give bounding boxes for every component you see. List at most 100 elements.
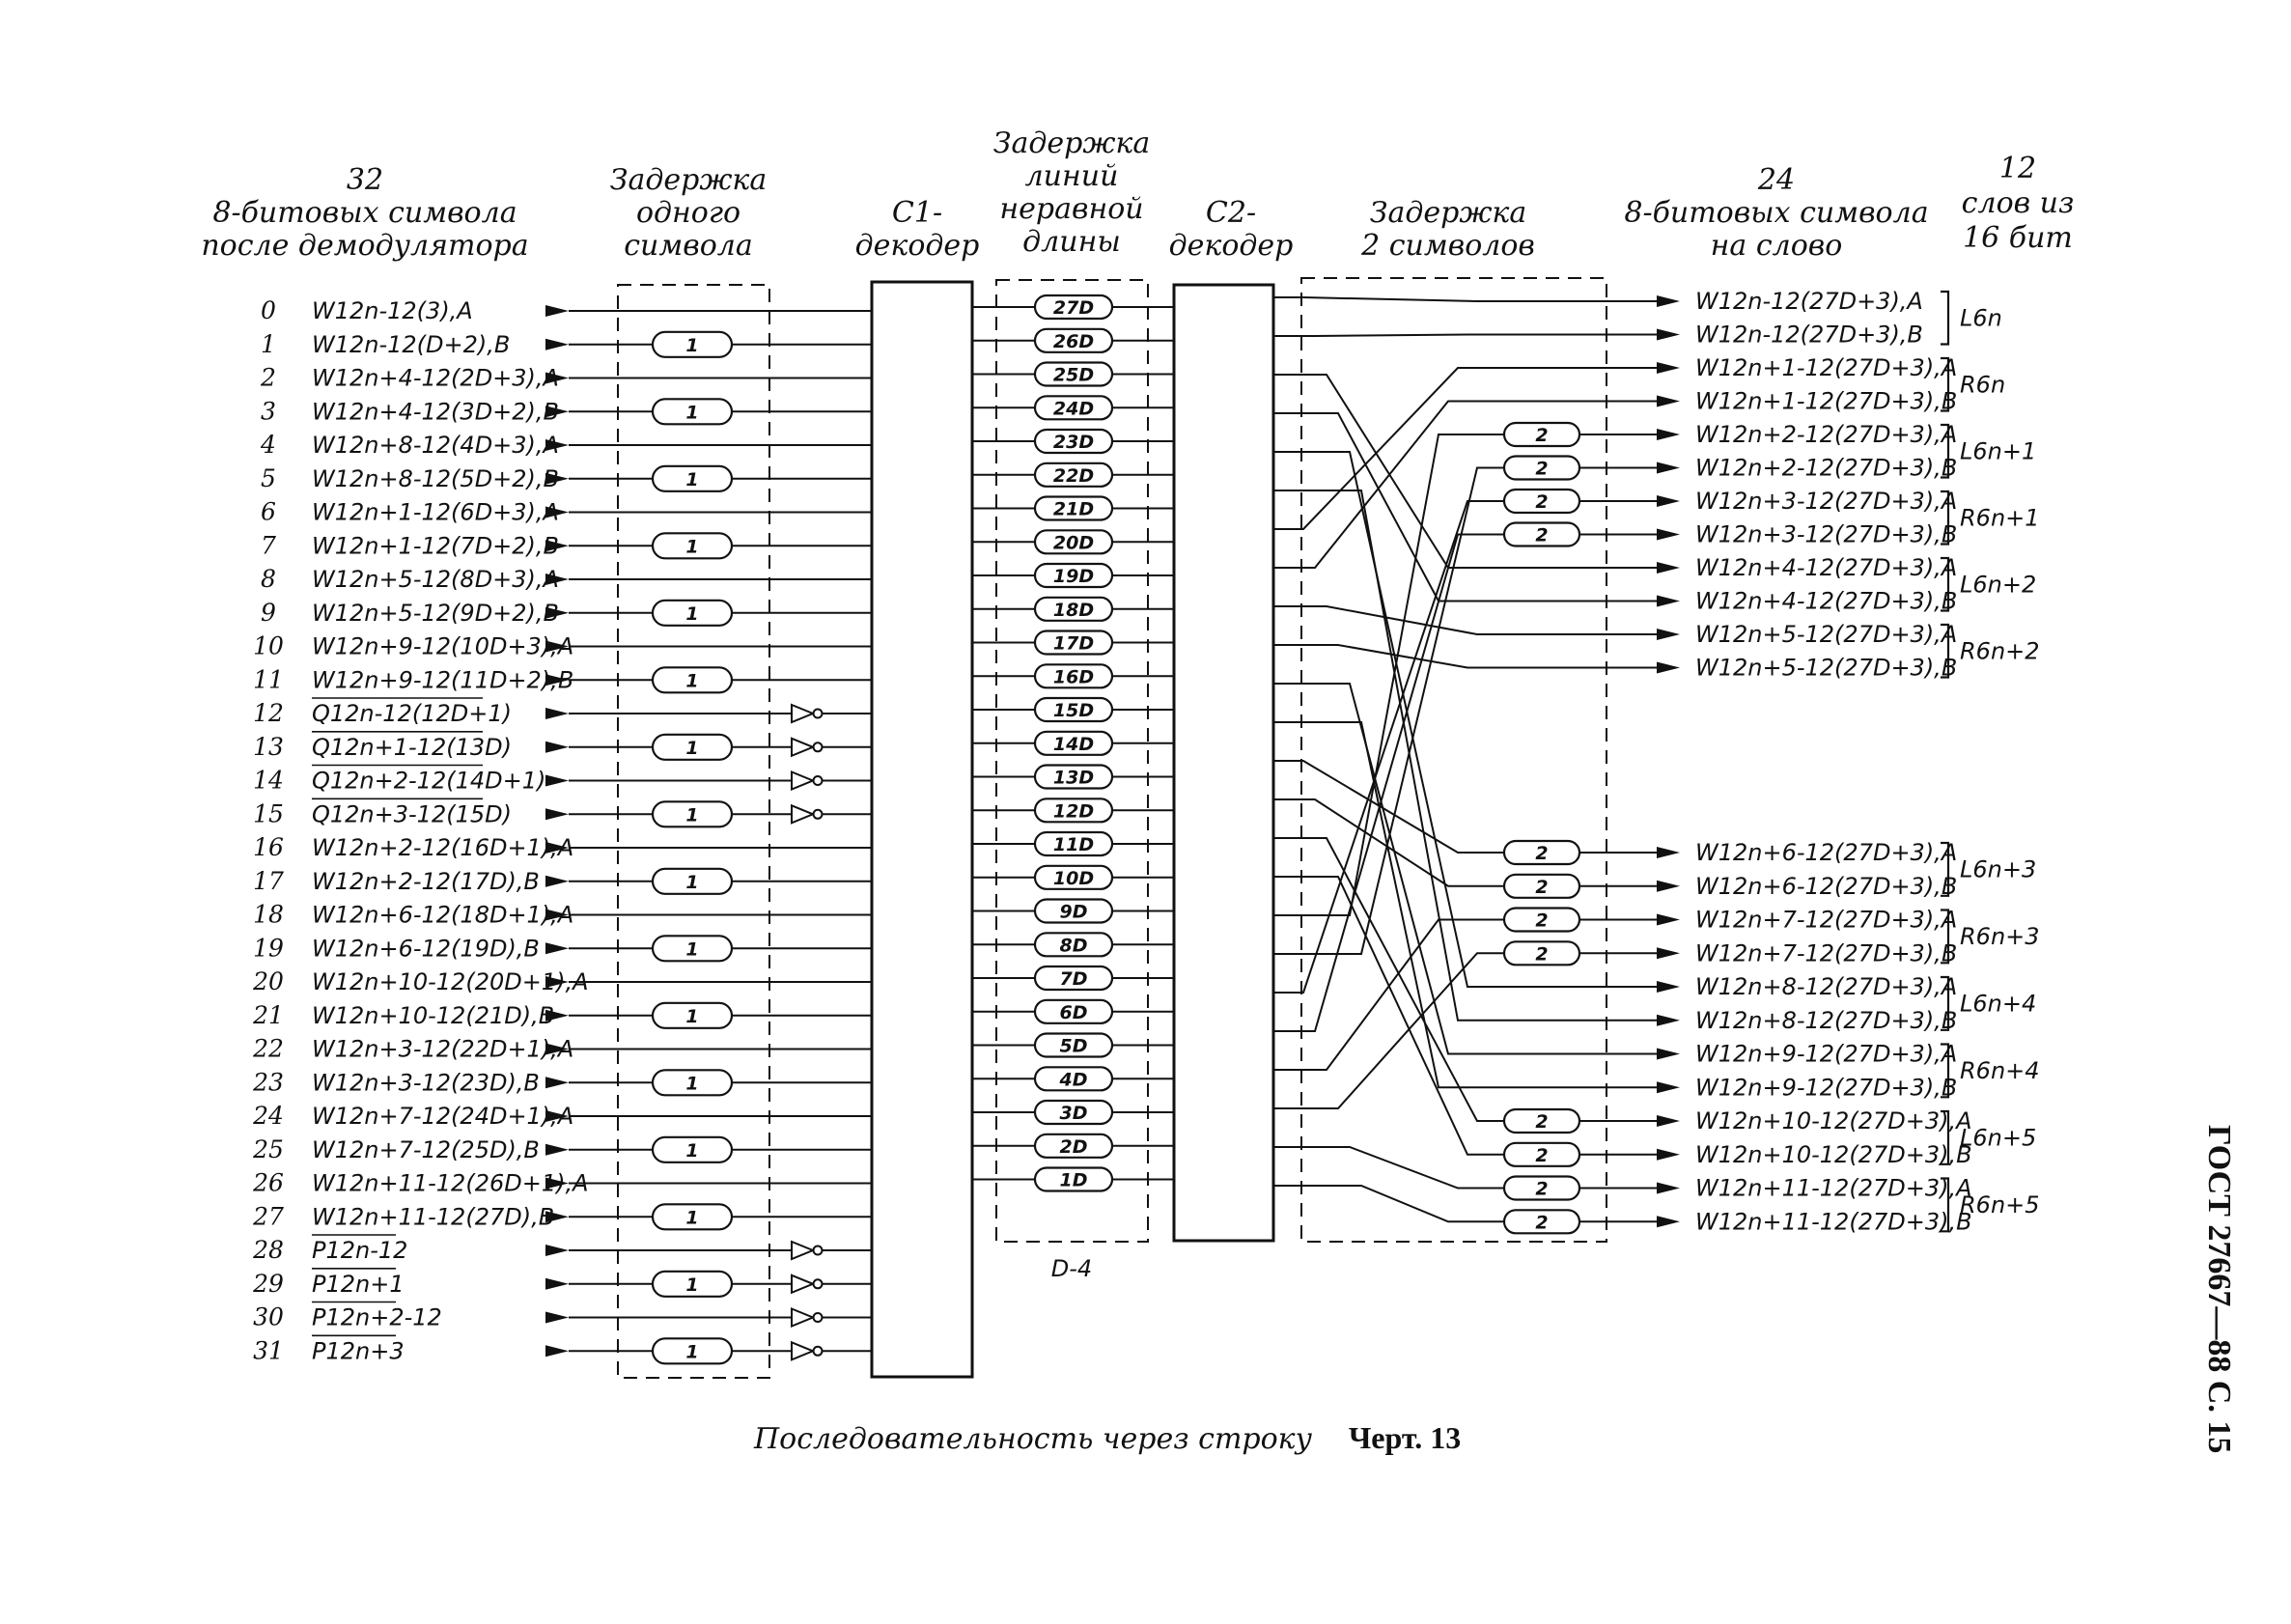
delay-line-cell xyxy=(1033,529,1114,555)
output-wire xyxy=(1273,374,1657,569)
inverter-bubble xyxy=(812,1345,824,1357)
inverter-bubble xyxy=(812,808,824,820)
header-input-line2: 8-битовых символа xyxy=(212,196,517,230)
delay-line-label: 2D xyxy=(1060,1136,1088,1158)
header-delay1-line2: одного xyxy=(636,196,740,230)
delay-two-label: 2 xyxy=(1535,459,1548,480)
output-wire xyxy=(1273,876,1657,1156)
header-out-line3: на слово xyxy=(1711,229,1843,263)
output-arrow xyxy=(1657,1048,1680,1060)
gost-side-label: ГОСТ 27667—88 С. 15 xyxy=(2201,1125,2237,1453)
input-label: W12n+1-12(6D+3),A xyxy=(312,499,559,526)
input-arrow xyxy=(545,1311,569,1324)
output-label: W12n+7-12(27D+3),A xyxy=(1695,907,1957,934)
input-arrow xyxy=(545,472,569,485)
input-label: W12n-12(3),A xyxy=(312,297,473,324)
delay-line-label: 4D xyxy=(1059,1069,1088,1090)
output-label: W12n+9-12(27D+3),A xyxy=(1695,1041,1957,1068)
output-arrow xyxy=(1657,429,1680,440)
wiring xyxy=(569,296,1657,1353)
delay-one-cell xyxy=(651,599,734,627)
input-index: 8 xyxy=(261,565,276,593)
input-index: 10 xyxy=(253,632,284,660)
input-arrow xyxy=(545,774,569,787)
input-index: 9 xyxy=(261,599,276,627)
input-label: W12n+7-12(24D+1),A xyxy=(312,1103,573,1130)
input-arrow xyxy=(545,1277,569,1290)
delay-line-label: 21D xyxy=(1053,499,1094,520)
output-label: W12n+3-12(27D+3),A xyxy=(1695,488,1957,515)
input-label: W12n+1-12(7D+2),B xyxy=(312,532,559,559)
delay-one-cell xyxy=(651,398,734,426)
delay-line-cell xyxy=(1033,730,1114,756)
delay-two-label: 2 xyxy=(1535,491,1548,513)
delay-two-label: 2 xyxy=(1535,425,1548,446)
delay-two-cell xyxy=(1502,839,1581,866)
input-arrow xyxy=(545,1345,569,1358)
input-arrow xyxy=(545,640,569,653)
delay-two-cell xyxy=(1502,1175,1581,1201)
input-label: W12n+8-12(4D+3),A xyxy=(312,432,559,459)
output-wire xyxy=(1273,400,1657,569)
output-wire xyxy=(1273,798,1657,887)
input-label: W12n+7-12(25D),B xyxy=(312,1136,540,1163)
delay-two-cell xyxy=(1502,455,1581,481)
input-label: W12n+2-12(17D),B xyxy=(312,868,540,895)
delay-two-label: 2 xyxy=(1535,1145,1548,1166)
delay-lines-footnote: D-4 xyxy=(1051,1255,1092,1282)
delay-one-label: 1 xyxy=(685,603,698,625)
output-arrow xyxy=(1657,981,1680,993)
delay-line-cell xyxy=(1033,361,1114,387)
header-delay1-line1: Задержка xyxy=(610,163,767,197)
input-arrow xyxy=(545,1245,569,1256)
input-label: W12n+4-12(3D+2),B xyxy=(312,398,559,425)
input-arrow xyxy=(545,1043,569,1055)
delay-two-label: 2 xyxy=(1535,1212,1548,1233)
input-arrow xyxy=(545,674,569,686)
inverter-bubble xyxy=(812,708,824,719)
delay-one-label: 1 xyxy=(685,1140,698,1162)
output-label: W12n+7-12(27D+3),B xyxy=(1695,939,1957,966)
delay-line-label: 8D xyxy=(1060,935,1088,956)
delay-line-cell xyxy=(1033,864,1114,890)
delay-line-cell xyxy=(1033,1032,1114,1058)
input-arrow xyxy=(545,506,569,518)
output-arrow xyxy=(1657,1148,1680,1161)
word-bracket xyxy=(1941,356,1950,412)
inverter-icon xyxy=(791,1340,816,1361)
output-words: L6nR6nL6n+1R6n+1L6n+2R6n+2L6n+3R6n+3L6n+… xyxy=(1941,290,2040,1233)
inverter-icon xyxy=(791,703,816,724)
input-arrow xyxy=(545,842,569,854)
delay-one-label: 1 xyxy=(685,872,698,893)
delay-line-label: 27D xyxy=(1053,297,1094,319)
delay-two-cell xyxy=(1502,521,1581,547)
output-arrow xyxy=(1657,1216,1680,1228)
output-label: W12n+6-12(27D+3),A xyxy=(1695,839,1957,866)
input-index: 25 xyxy=(252,1135,284,1163)
delay-line-cell xyxy=(1033,764,1114,790)
delay-line-cell xyxy=(1033,495,1114,521)
delay-one-label: 1 xyxy=(685,670,698,691)
input-index: 17 xyxy=(253,867,284,895)
word-label: L6n+5 xyxy=(1960,1124,2036,1151)
figure-label: Черт. 13 xyxy=(1349,1420,1461,1455)
delay-one-label: 1 xyxy=(685,938,698,960)
output-arrow xyxy=(1657,362,1680,374)
output-label: W12n+2-12(27D+3),B xyxy=(1695,455,1957,482)
delay-one-label: 1 xyxy=(685,536,698,557)
delay-two-label: 2 xyxy=(1535,525,1548,546)
input-arrow xyxy=(545,1110,569,1122)
input-index: 4 xyxy=(260,431,276,459)
output-symbols: W12n-12(27D+3),AW12n-12(27D+3),BW12n+1-1… xyxy=(1657,288,1972,1235)
output-label: W12n+10-12(27D+3),B xyxy=(1695,1141,1972,1168)
delay-one-cell xyxy=(651,1135,734,1163)
output-wire xyxy=(1273,533,1657,1032)
input-label: Q12n+3-12(15D) xyxy=(312,800,512,827)
header-input-line3: после демодулятора xyxy=(201,229,528,263)
input-label: W12n+11-12(26D+1),A xyxy=(312,1170,589,1197)
output-wire xyxy=(1273,296,1657,302)
delay-one-label: 1 xyxy=(685,1341,698,1362)
input-label: W12n+3-12(23D),B xyxy=(312,1069,540,1096)
delay-line-cell xyxy=(1033,965,1114,992)
